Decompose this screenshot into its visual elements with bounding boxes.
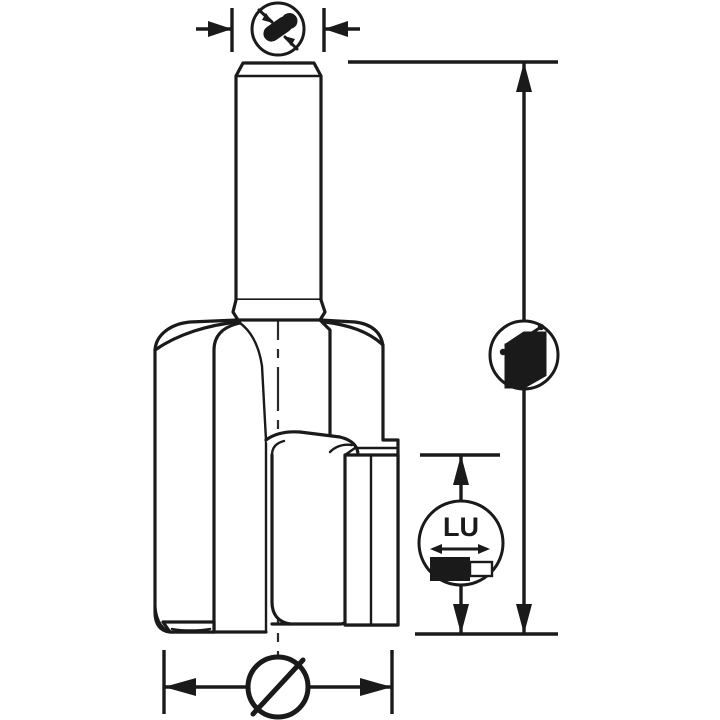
total-length-symbol [488,319,560,391]
tool-shank [231,61,327,322]
arrow-up [516,62,532,92]
cutting-diameter-dimension [162,650,394,714]
usable-length-dimension [420,453,500,634]
arrow-up [453,455,469,485]
arrow-down [516,604,532,634]
shank-diameter-dimension [196,8,360,52]
arrow-left [324,21,348,37]
usable-length-label: LU [443,512,479,542]
arrow-left [164,678,196,696]
cutting-diameter-symbol [245,654,311,720]
arrow-right [208,21,232,37]
total-length-dimension [348,60,558,636]
shank-diameter-symbol [250,1,306,57]
arrow-right [360,678,392,696]
arrow-down [453,604,469,634]
tool-head [153,318,400,634]
usable-length-symbol: LU [417,499,505,587]
